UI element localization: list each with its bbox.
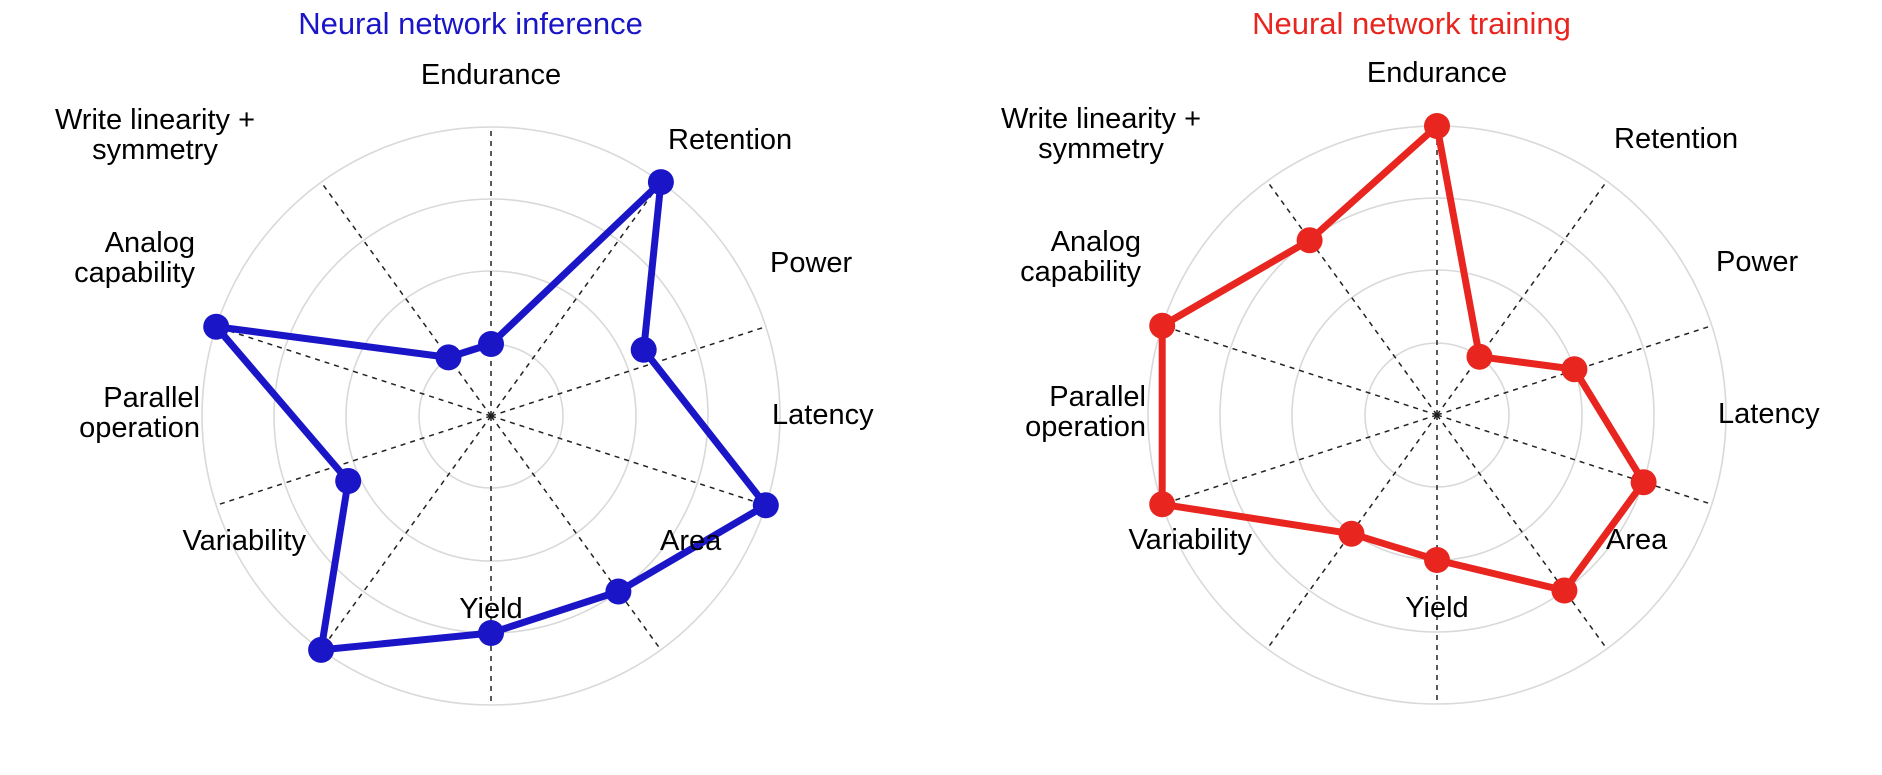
axis-label-write-linearity: Write linearity + symmetry: [1000, 103, 1202, 166]
axis-label-yield: Yield: [1405, 592, 1469, 624]
axis-label-retention: Retention: [1614, 123, 1739, 155]
axis-label-latency: Latency: [1718, 398, 1820, 430]
chart-title-inference: Neural network inference: [298, 6, 643, 41]
axis-label-endurance: Endurance: [420, 59, 562, 91]
axis-label-area: Area: [1606, 524, 1668, 556]
axis-label-parallel-operation: Parallel operation: [79, 382, 200, 445]
radar-plot-training: [1147, 113, 1727, 705]
axis-label-parallel-operation: Parallel operation: [1025, 381, 1146, 444]
data-point-markers-training: [1149, 113, 1657, 604]
axis-label-write-linearity: Write linearity + symmetry: [54, 104, 256, 167]
chart-title-training: Neural network training: [1252, 6, 1571, 41]
axis-label-variability: Variability: [182, 525, 306, 557]
axis-label-power: Power: [770, 247, 853, 279]
panel-neural-network-training: Neural network training: [941, 0, 1882, 775]
axis-label-area: Area: [660, 525, 722, 557]
axis-label-endurance: Endurance: [1366, 57, 1508, 89]
data-point-markers-inference: [203, 169, 779, 663]
radar-plot-inference: [201, 126, 781, 706]
data-series-inference: [203, 169, 779, 663]
axis-label-variability: Variability: [1128, 524, 1252, 556]
axis-label-power: Power: [1716, 246, 1799, 278]
panel-neural-network-inference: Neural network inference: [54, 6, 874, 706]
axis-label-analog-capability: Analog capability: [74, 227, 195, 290]
data-series-training: [1149, 113, 1657, 604]
axis-label-retention: Retention: [668, 124, 793, 156]
axis-label-analog-capability: Analog capability: [1020, 226, 1141, 289]
axis-spokes-inference: [215, 127, 767, 705]
axis-label-latency: Latency: [772, 399, 874, 431]
axis-label-yield: Yield: [459, 593, 523, 625]
